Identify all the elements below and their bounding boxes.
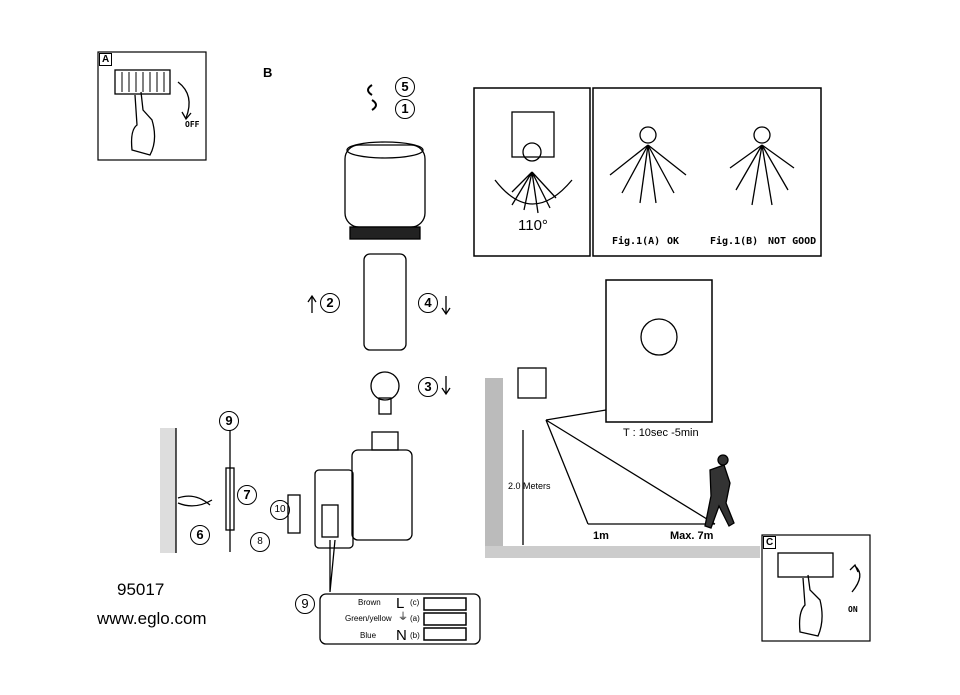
- detection-angle: 110°: [518, 217, 548, 234]
- step-1: 1: [395, 99, 415, 119]
- website[interactable]: www.eglo.com: [97, 609, 207, 628]
- breaker-on-illustration: [761, 534, 871, 642]
- panel-a-label: A: [99, 53, 113, 66]
- lamp-shade: [344, 141, 426, 240]
- step-8: 8: [250, 532, 270, 552]
- step-4: 4: [418, 293, 438, 313]
- wire-color: Blue: [360, 631, 377, 640]
- fig-b-label: Fig.1(B): [710, 236, 759, 247]
- on-label: ON: [848, 605, 858, 614]
- wire-terminal: N: [396, 627, 407, 644]
- sensor-head: [517, 367, 547, 399]
- panel-b-label: B: [263, 65, 273, 80]
- sensor-cone-left: [511, 171, 557, 214]
- step-9: 9: [219, 411, 239, 431]
- step-9-wiring: 9: [295, 594, 315, 614]
- wire-code: (c): [410, 598, 420, 607]
- step-6: 6: [190, 525, 210, 545]
- glass-diffuser: [363, 253, 407, 351]
- breaker-off-illustration: [97, 51, 207, 161]
- fig-a-status: OK: [667, 236, 680, 247]
- time-range: T : 10sec -5min: [623, 427, 699, 439]
- step-2: 2: [320, 293, 340, 313]
- step-3: 3: [418, 377, 438, 397]
- off-label: OFF: [185, 120, 200, 129]
- product-number: 95017: [117, 580, 165, 599]
- wiring-box: [319, 593, 481, 645]
- step-5: 5: [395, 77, 415, 97]
- step-7: 7: [237, 485, 257, 505]
- wire-code: (b): [410, 631, 420, 640]
- wire-color: Brown: [358, 598, 381, 607]
- fig-a-label: Fig.1(A): [612, 236, 661, 247]
- sensor-cone-ok: [609, 126, 687, 204]
- fig-b-status: NOT GOOD: [768, 236, 817, 247]
- wire-code: (a): [410, 614, 420, 623]
- wire-color: Green/yellow: [345, 614, 392, 623]
- wall-lamp-body: [314, 469, 354, 549]
- mounting-height: 2.0 Meters: [508, 481, 551, 491]
- light-bulb-illustration: [370, 371, 400, 415]
- person-walking-icon: [704, 464, 735, 529]
- min-distance: 1m: [593, 530, 609, 542]
- max-distance: Max. 7m: [670, 530, 714, 542]
- sensor-cone-not-good: [729, 126, 795, 206]
- wire-terminal: L: [396, 595, 405, 612]
- panel-c-label: C: [763, 536, 777, 549]
- step-10: 10: [270, 500, 290, 520]
- ground-icon: ⏚: [398, 612, 408, 623]
